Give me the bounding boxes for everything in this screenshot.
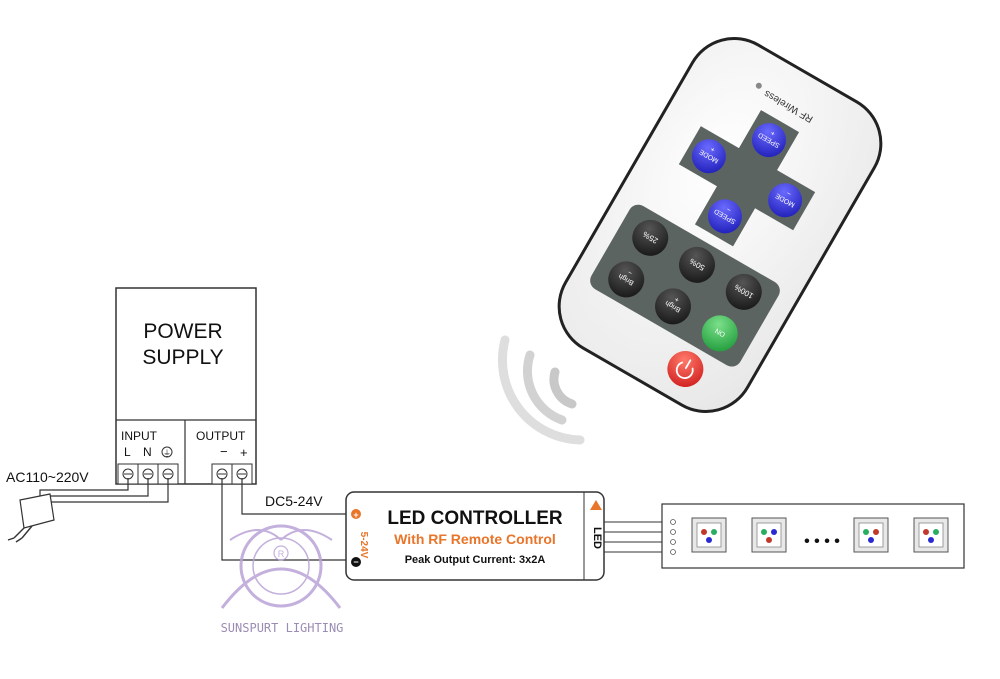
watermark-text: SUNSPURT LIGHTING bbox=[221, 621, 344, 635]
warning-icon bbox=[590, 500, 602, 510]
dc-voltage-label: DC5-24V bbox=[265, 493, 323, 509]
input-label: INPUT bbox=[121, 429, 158, 443]
led-chip bbox=[751, 517, 787, 553]
controller-peak-current: Peak Output Current: 3x2A bbox=[405, 554, 546, 566]
terminal-minus-label: − bbox=[220, 444, 228, 459]
led-strip: • • • • bbox=[661, 503, 965, 569]
speed-plus-button[interactable]: SPEED + bbox=[746, 117, 792, 163]
led-chip bbox=[691, 517, 727, 553]
terminal-plus-label: + bbox=[240, 445, 248, 460]
on-button[interactable]: ON bbox=[695, 309, 744, 358]
controller-led-port: LED bbox=[590, 500, 603, 549]
terminal-n-label: N bbox=[143, 445, 152, 459]
terminal-ground-label: ⏚ bbox=[163, 449, 171, 458]
mode-plus-sign: + bbox=[710, 145, 717, 153]
rf-remote: RF Wireless SPEED + MODE − MODE + SPEED … bbox=[557, 37, 883, 413]
brightness-100-button[interactable]: 100% bbox=[719, 267, 768, 316]
rf-signal-icon bbox=[497, 335, 585, 445]
led-output-wires bbox=[604, 521, 672, 553]
dc-wires: DC5-24V bbox=[221, 478, 346, 561]
terminal-l-label: L bbox=[124, 445, 131, 459]
led-controller: LED CONTROLLER With RF Remote Control Pe… bbox=[345, 491, 605, 581]
controller-title: LED CONTROLLER bbox=[387, 508, 562, 529]
brightness-minus-sign: − bbox=[627, 268, 634, 276]
strip-connector-pads bbox=[670, 519, 676, 555]
controller-subtitle: With RF Remote Control bbox=[394, 531, 556, 547]
controller-plus-symbol: + bbox=[353, 510, 358, 520]
power-supply-title-line1: POWER bbox=[143, 320, 222, 343]
power-supply-title-line2: SUPPLY bbox=[142, 346, 223, 369]
speed-plus-sign: + bbox=[770, 129, 777, 137]
mode-minus-button[interactable]: MODE − bbox=[762, 177, 808, 223]
led-strip-ellipsis: • • • • bbox=[804, 533, 840, 550]
output-label: OUTPUT bbox=[196, 429, 246, 443]
watermark-logo: R SUNSPURT LIGHTING bbox=[221, 524, 344, 635]
controller-minus-symbol: − bbox=[353, 557, 358, 567]
mode-plus-button[interactable]: MODE + bbox=[686, 133, 732, 179]
speed-minus-button[interactable]: SPEED − bbox=[702, 193, 748, 239]
brightness-plus-sign: + bbox=[674, 295, 681, 303]
speed-minus-sign: − bbox=[726, 205, 733, 213]
led-controller-box bbox=[345, 491, 605, 581]
ac-cable: AC110~220V bbox=[6, 469, 169, 503]
brightness-plus-button[interactable]: Brigh + bbox=[648, 282, 697, 331]
power-button[interactable] bbox=[661, 344, 710, 393]
power-icon bbox=[675, 359, 694, 379]
on-button-label: ON bbox=[714, 326, 727, 337]
brightness-50-button[interactable]: 50% bbox=[672, 240, 721, 289]
controller-led-label: LED bbox=[591, 527, 603, 549]
led-chip bbox=[853, 517, 889, 553]
controller-side-voltage: 5-24V bbox=[358, 532, 369, 559]
signal-led-icon bbox=[755, 82, 762, 89]
controller-input-marker: + 5-24V − bbox=[351, 509, 369, 567]
brightness-minus-button[interactable]: Brigh − bbox=[602, 255, 651, 304]
watermark-mark: R bbox=[278, 549, 285, 559]
power-supply-box bbox=[115, 287, 257, 485]
ac-voltage-label: AC110~220V bbox=[6, 469, 89, 485]
mode-minus-sign: − bbox=[786, 189, 793, 197]
brightness-25-button[interactable]: 25% bbox=[626, 213, 675, 262]
power-supply: POWER SUPPLY INPUT OUTPUT L N ⏚ − + bbox=[115, 287, 257, 485]
led-chip bbox=[913, 517, 949, 553]
terminal-n bbox=[137, 463, 159, 485]
ac-plug-icon bbox=[7, 493, 55, 543]
ground-icon: ⏚ bbox=[161, 446, 173, 458]
